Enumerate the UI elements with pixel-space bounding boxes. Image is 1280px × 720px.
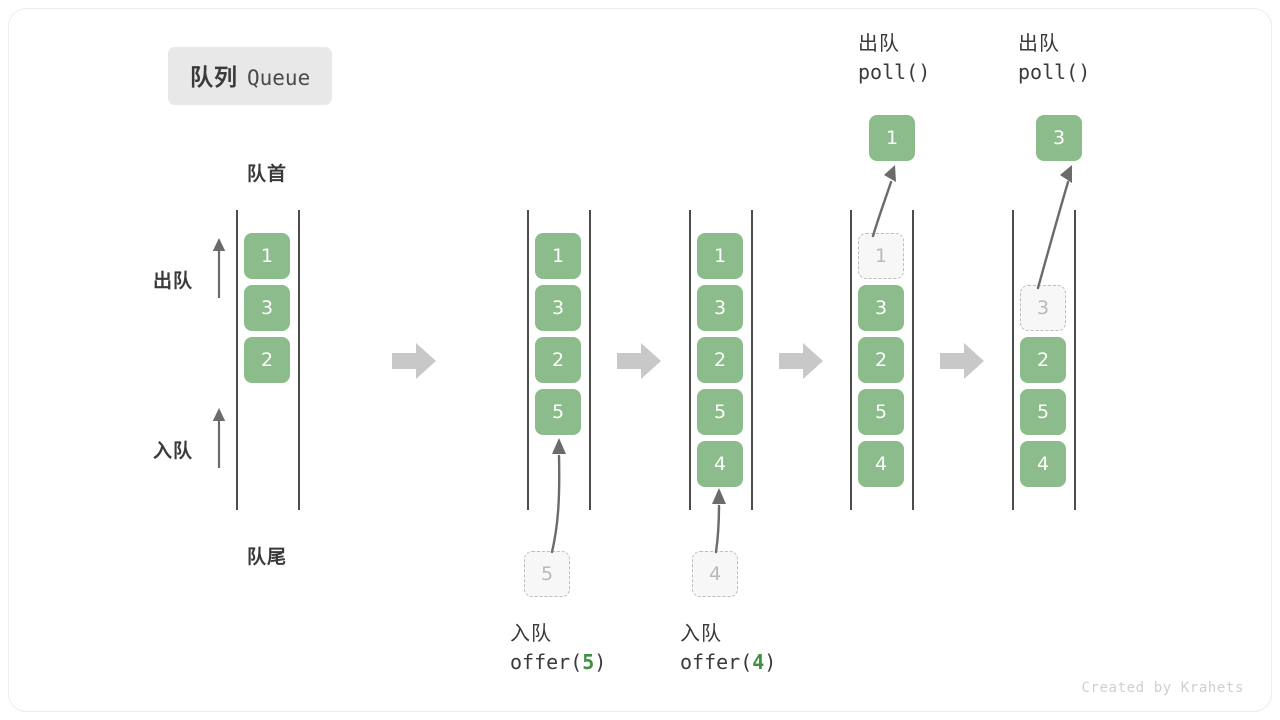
transition-arrow-icon: [779, 343, 823, 379]
queue-item-new: 4: [697, 441, 743, 487]
queue-rail-left-3: [689, 210, 691, 510]
dequeue-motion-arrow: [1036, 165, 1072, 290]
queue-rail-left-4: [850, 210, 852, 510]
queue-head-label: 队首: [246, 164, 287, 185]
queue-item: 3: [858, 285, 904, 331]
operation-label-cn: 出队: [858, 33, 900, 55]
queue-item: 2: [697, 337, 743, 383]
enqueue-side-label: 入队: [152, 441, 193, 462]
incoming-element-4: 4: [692, 551, 738, 597]
title-cn: 队列: [190, 64, 238, 90]
queue-item: 5: [1020, 389, 1066, 435]
diagram-title-badge: 队列 Queue: [168, 47, 333, 105]
queue-item: 2: [858, 337, 904, 383]
queue-rail-left-5: [1012, 210, 1014, 510]
queue-item: 2: [535, 337, 581, 383]
operation-caption-offer-4: 入队 offer(4): [680, 620, 776, 677]
transition-arrow-icon: [392, 343, 436, 379]
queue-rail-right-3: [751, 210, 753, 510]
enqueue-direction-arrow: [212, 408, 226, 468]
queue-item: 1: [244, 233, 290, 279]
transition-arrow-icon: [617, 343, 661, 379]
queue-rail-right-2: [589, 210, 591, 510]
queue-item: 3: [697, 285, 743, 331]
queue-rail-left-1: [236, 210, 238, 510]
queue-item: 3: [244, 285, 290, 331]
dequeue-direction-arrow: [212, 238, 226, 298]
transition-arrow-icon: [940, 343, 984, 379]
queue-item: 1: [697, 233, 743, 279]
queue-tail-label: 队尾: [246, 547, 287, 568]
incoming-element-5: 5: [524, 551, 570, 597]
queue-rail-right-1: [298, 210, 300, 510]
queue-rail-right-4: [912, 210, 914, 510]
operation-label-cn: 入队: [680, 623, 722, 645]
operation-caption-poll-1: 出队 poll(): [858, 30, 930, 87]
queue-rail-left-2: [527, 210, 529, 510]
dequeue-side-label: 出队: [152, 271, 193, 292]
dequeued-element-1: 1: [869, 115, 915, 161]
queue-item: 4: [858, 441, 904, 487]
queue-item: 2: [244, 337, 290, 383]
queue-item-removing: 3: [1020, 285, 1066, 331]
queue-item: 2: [1020, 337, 1066, 383]
queue-rail-right-5: [1074, 210, 1076, 510]
dequeued-element-3: 3: [1036, 115, 1082, 161]
operation-label-cn: 入队: [510, 623, 552, 645]
operation-label-code: offer(4): [680, 650, 777, 675]
queue-item: 5: [697, 389, 743, 435]
queue-item: 4: [1020, 441, 1066, 487]
operation-label-code: poll(): [1018, 60, 1091, 85]
operation-label-cn: 出队: [1018, 33, 1060, 55]
dequeue-motion-arrow: [871, 165, 896, 238]
operation-caption-poll-2: 出队 poll(): [1018, 30, 1090, 87]
enqueue-motion-arrow: [712, 488, 726, 554]
operation-caption-offer-5: 入队 offer(5): [510, 620, 606, 677]
title-en: Queue: [247, 66, 311, 90]
queue-item-removing: 1: [858, 233, 904, 279]
queue-item-new: 5: [535, 389, 581, 435]
operation-label-code: offer(5): [510, 650, 607, 675]
operation-label-code: poll(): [858, 60, 931, 85]
queue-item: 5: [858, 389, 904, 435]
queue-item: 1: [535, 233, 581, 279]
enqueue-motion-arrow: [550, 438, 566, 554]
credit-text: Created by Krahets: [1081, 680, 1244, 696]
queue-item: 3: [535, 285, 581, 331]
